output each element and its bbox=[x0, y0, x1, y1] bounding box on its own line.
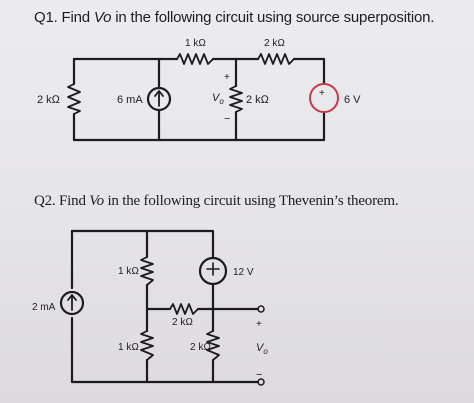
c1-label-plus: + bbox=[224, 72, 230, 83]
c1-label-minus: − bbox=[224, 113, 230, 125]
circuit-1-wires bbox=[72, 57, 326, 142]
c2-label-vo: Vo bbox=[256, 342, 268, 356]
c1-label-r-left: 2 kΩ bbox=[37, 94, 61, 106]
q1-suffix: in the following circuit using source su… bbox=[111, 9, 435, 26]
c2-label-voltage-source: 12 V bbox=[233, 267, 254, 278]
circuit-2-voltage-source-icon bbox=[198, 256, 228, 286]
circuit-2-terminals bbox=[257, 305, 265, 386]
c2-label-plus: + bbox=[256, 319, 262, 330]
c2-label-r-top-center: 1 kΩ bbox=[118, 266, 139, 277]
circuit-1-r-mid bbox=[229, 85, 243, 113]
c1-label-r-top2: 2 kΩ bbox=[264, 38, 285, 49]
circuit-1-r-top2 bbox=[257, 53, 295, 65]
circuit-2-r-horizontal bbox=[169, 303, 199, 315]
c1-label-vo: Vo bbox=[212, 92, 224, 106]
circuit-2-r-right bbox=[206, 330, 220, 361]
circuit-2-current-source-icon bbox=[59, 290, 85, 316]
circuit-2-wires bbox=[70, 229, 260, 384]
c1-label-r-mid: 2 kΩ bbox=[246, 94, 270, 106]
c1-label-r-top1: 1 kΩ bbox=[185, 38, 206, 49]
c1-label-vs-plus: + bbox=[319, 88, 325, 99]
q2-variable: Vo bbox=[89, 193, 104, 209]
q2-prefix: Q2. Find bbox=[34, 193, 90, 209]
circuit-1-current-source-icon bbox=[146, 86, 172, 112]
c2-label-r-horizontal: 2 kΩ bbox=[172, 317, 193, 328]
c2-label-current-source: 2 mA bbox=[32, 302, 56, 313]
q1-variable: Vo bbox=[93, 9, 112, 26]
circuit-1-r-left bbox=[67, 83, 81, 115]
c2-label-r-bottom-center: 1 kΩ bbox=[118, 342, 139, 353]
circuit-2-r-bottom-center bbox=[140, 330, 154, 361]
q2-suffix: in the following circuit using Thevenin’… bbox=[103, 193, 399, 209]
c1-label-voltage-source: 6 V bbox=[344, 94, 361, 106]
c2-label-minus: − bbox=[256, 369, 262, 381]
c2-label-r-right: 2 kΩ bbox=[190, 342, 211, 353]
question-2-text: Q2. Find Vo in the following circuit usi… bbox=[34, 193, 399, 210]
q1-prefix: Q1. Find bbox=[34, 9, 94, 26]
circuit-1-voltage-source-icon bbox=[309, 83, 339, 113]
question-1-text: Q1. Find Vo in the following circuit usi… bbox=[34, 9, 434, 26]
circuit-1-r-top1 bbox=[176, 53, 214, 65]
circuit-2-r-top-center bbox=[140, 256, 154, 286]
c1-label-current-source: 6 mA bbox=[117, 94, 143, 106]
